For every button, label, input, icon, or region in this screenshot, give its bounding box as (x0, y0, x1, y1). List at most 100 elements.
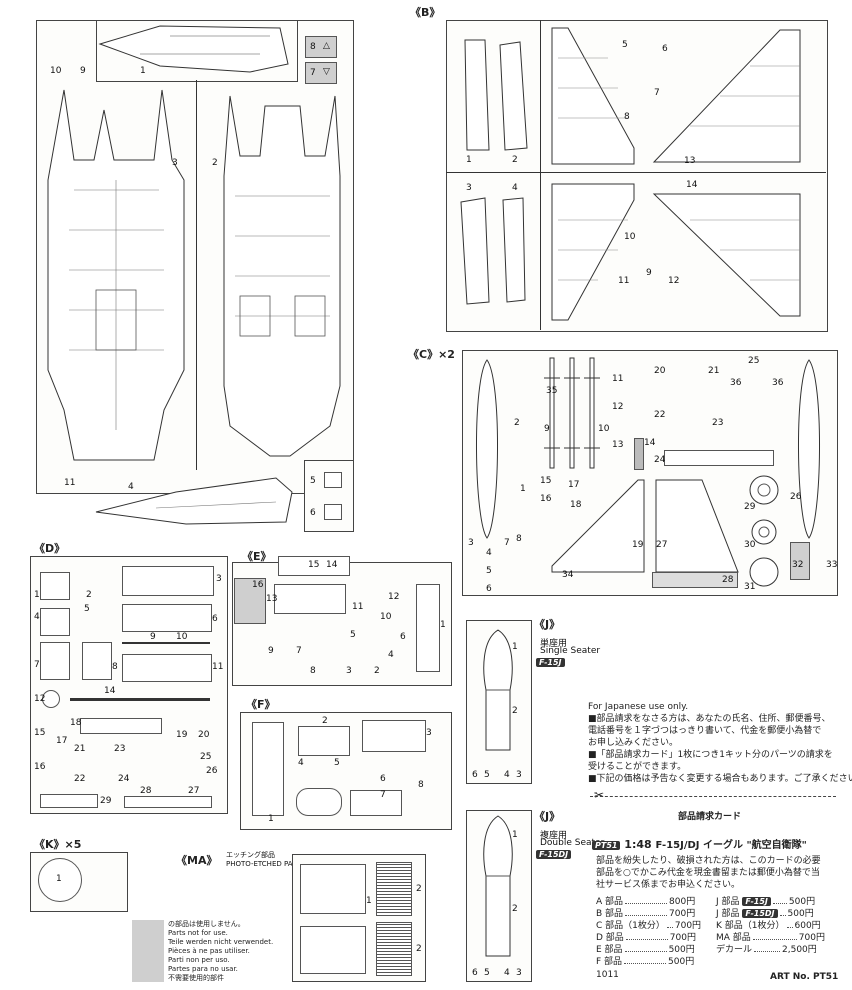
sprue-j-single-badge: F-15J (536, 658, 565, 667)
order-kit-name: F-15J/DJ イーグル "航空自衛隊" (655, 840, 807, 851)
sprue-j-single-part-label-1: 1 (512, 642, 518, 652)
sprue-d-part-label-21: 21 (74, 744, 86, 754)
art-number: ART No. PT51 (770, 972, 839, 982)
sprue-ma-part-label-2b: 2 (416, 944, 422, 954)
sprue-b-parts-3-4 (460, 197, 526, 305)
sprue-c-part-label-21: 21 (708, 366, 720, 376)
sprue-b-wing-upper-left (551, 27, 635, 165)
sprue-c-part-14 (634, 438, 644, 470)
sprue-d-part-9-10 (122, 642, 210, 644)
sprue-b-part-label-10: 10 (624, 232, 636, 242)
sprue-e-part-label-10: 10 (380, 612, 392, 622)
sprue-c-part-28 (652, 572, 738, 588)
sprue-d-part-label-7: 7 (34, 660, 40, 670)
sprue-d-part-label-15: 15 (34, 728, 46, 738)
sprue-c-part-label-20: 20 (654, 366, 666, 376)
sprue-j-double-part-label-1: 1 (512, 830, 518, 840)
sprue-a-part-label-2: 2 (212, 158, 218, 168)
sprue-c-missiles (544, 357, 600, 469)
not-used-swatch (132, 920, 164, 982)
sprue-a-part-6 (324, 504, 342, 520)
sprue-d-part-label-8: 8 (112, 662, 118, 672)
sprue-k-part-label-1: 1 (56, 874, 62, 884)
sprue-a-part-label-9: 9 (80, 66, 86, 76)
sprue-c-part-label-36a: 36 (730, 378, 742, 388)
sprue-b-part-label-11: 11 (618, 276, 630, 286)
sprue-f-part-label-1: 1 (268, 814, 274, 824)
sprue-c-part-label-27: 27 (656, 540, 668, 550)
sprue-b-part-label-4: 4 (512, 183, 518, 193)
sprue-a-part-label-5: 5 (310, 476, 316, 486)
sprue-e-part-label-2: 2 (374, 666, 380, 676)
sprue-d-part-label-27: 27 (188, 786, 200, 796)
sprue-j-double-part-label-6: 6 (472, 968, 478, 978)
order-kit-scale: 1:48 (624, 838, 652, 851)
sprue-j-double-title-jp: 複座用 (540, 831, 568, 841)
sprue-a-part-5 (324, 472, 342, 488)
sprue-ma-part-1-grid-a (300, 864, 366, 914)
footer-code: 1011 (596, 970, 619, 980)
order-bullet-1: ■部品請求をなさる方は、あなたの氏名、住所、郵便番号、 (588, 714, 831, 724)
sprue-c-drop-tank-right (798, 359, 820, 539)
sprue-d-part-27-28 (124, 796, 212, 808)
sprue-b-part-label-3: 3 (466, 183, 472, 193)
sprue-d-part-label-12: 12 (34, 694, 46, 704)
sprue-d-part-label-19: 19 (176, 730, 188, 740)
sprue-d-part-label-29: 29 (100, 796, 112, 806)
sprue-a-divider (196, 80, 197, 470)
sprue-d-part-label-26: 26 (206, 766, 218, 776)
sprue-e-part-label-8: 8 (310, 666, 316, 676)
sprue-e-part-label-11: 11 (352, 602, 364, 612)
sprue-b-wing-lower-right (652, 193, 801, 317)
sprue-c-label: 《C》×2 (408, 348, 455, 361)
sprue-c-part-label-2: 2 (514, 418, 520, 428)
sprue-c-part-label-31: 31 (744, 582, 756, 592)
sprue-e-part-label-9: 9 (268, 646, 274, 656)
sprue-f-part-oval (296, 788, 342, 816)
sprue-k-part-1 (38, 858, 82, 902)
sprue-f-part-label-2: 2 (322, 716, 328, 726)
sprue-a-part-label-3: 3 (172, 158, 178, 168)
sprue-c-part-label-24: 24 (654, 455, 666, 465)
sprue-ma-part-1-grid-b (300, 926, 366, 974)
sprue-b-part-label-7: 7 (654, 88, 660, 98)
sprue-d-label: 《D》 (34, 542, 66, 555)
sprue-c-wheels (749, 475, 779, 587)
sprue-f-part-label-7: 7 (380, 790, 386, 800)
sprue-c-part-label-25: 25 (748, 356, 760, 366)
sprue-j-double-part-label-2: 2 (512, 904, 518, 914)
sprue-a-side-box (304, 460, 354, 532)
sprue-d-part-label-2: 2 (86, 590, 92, 600)
sprue-j-double-label: 《J》 (534, 810, 561, 823)
order-card-text-3: 社サービス係までお申込ください。 (596, 880, 741, 890)
sprue-c-drop-tank-left (476, 359, 498, 539)
sprue-c-part-label-11: 11 (612, 374, 624, 384)
sprue-c-part-label-32: 32 (792, 560, 804, 570)
sprue-c-part-label-28: 28 (722, 575, 734, 585)
price-row-c: C 部品（1枚分）700円 (596, 921, 702, 931)
sprue-j-double-part-label-4: 4 (504, 968, 510, 978)
sprue-c-part-label-33: 33 (826, 560, 838, 570)
sprue-b-part-label-9: 9 (646, 268, 652, 278)
sprue-b-vdivider (540, 20, 541, 330)
sprue-d-part-label-11: 11 (212, 662, 224, 672)
sprue-e-part-label-7: 7 (296, 646, 302, 656)
sprue-f-part-7 (350, 790, 402, 816)
sprue-c-part-label-18: 18 (570, 500, 582, 510)
sprue-c-part-label-4: 4 (486, 548, 492, 558)
sprue-c-part-label-8: 8 (516, 534, 522, 544)
sprue-c-part-label-30: 30 (744, 540, 756, 550)
sprue-f-part-label-4: 4 (298, 758, 304, 768)
sprue-a-part-2-drawing (223, 95, 341, 457)
sprue-d-part-7 (40, 642, 70, 680)
sprue-j-single-part-label-3: 3 (516, 770, 522, 780)
sprue-c-part-label-36b: 36 (772, 378, 784, 388)
sprue-d-part-label-14: 14 (104, 686, 116, 696)
sprue-d-part-label-3: 3 (216, 574, 222, 584)
sprue-ma-title-en: PHOTO-ETCHED PARTS (226, 860, 306, 868)
order-card-text-1: 部品を紛失したり、破損された方は、このカードの必要 (596, 856, 821, 866)
sprue-b-part-label-6: 6 (662, 44, 668, 54)
sprue-c-frame (462, 350, 838, 596)
